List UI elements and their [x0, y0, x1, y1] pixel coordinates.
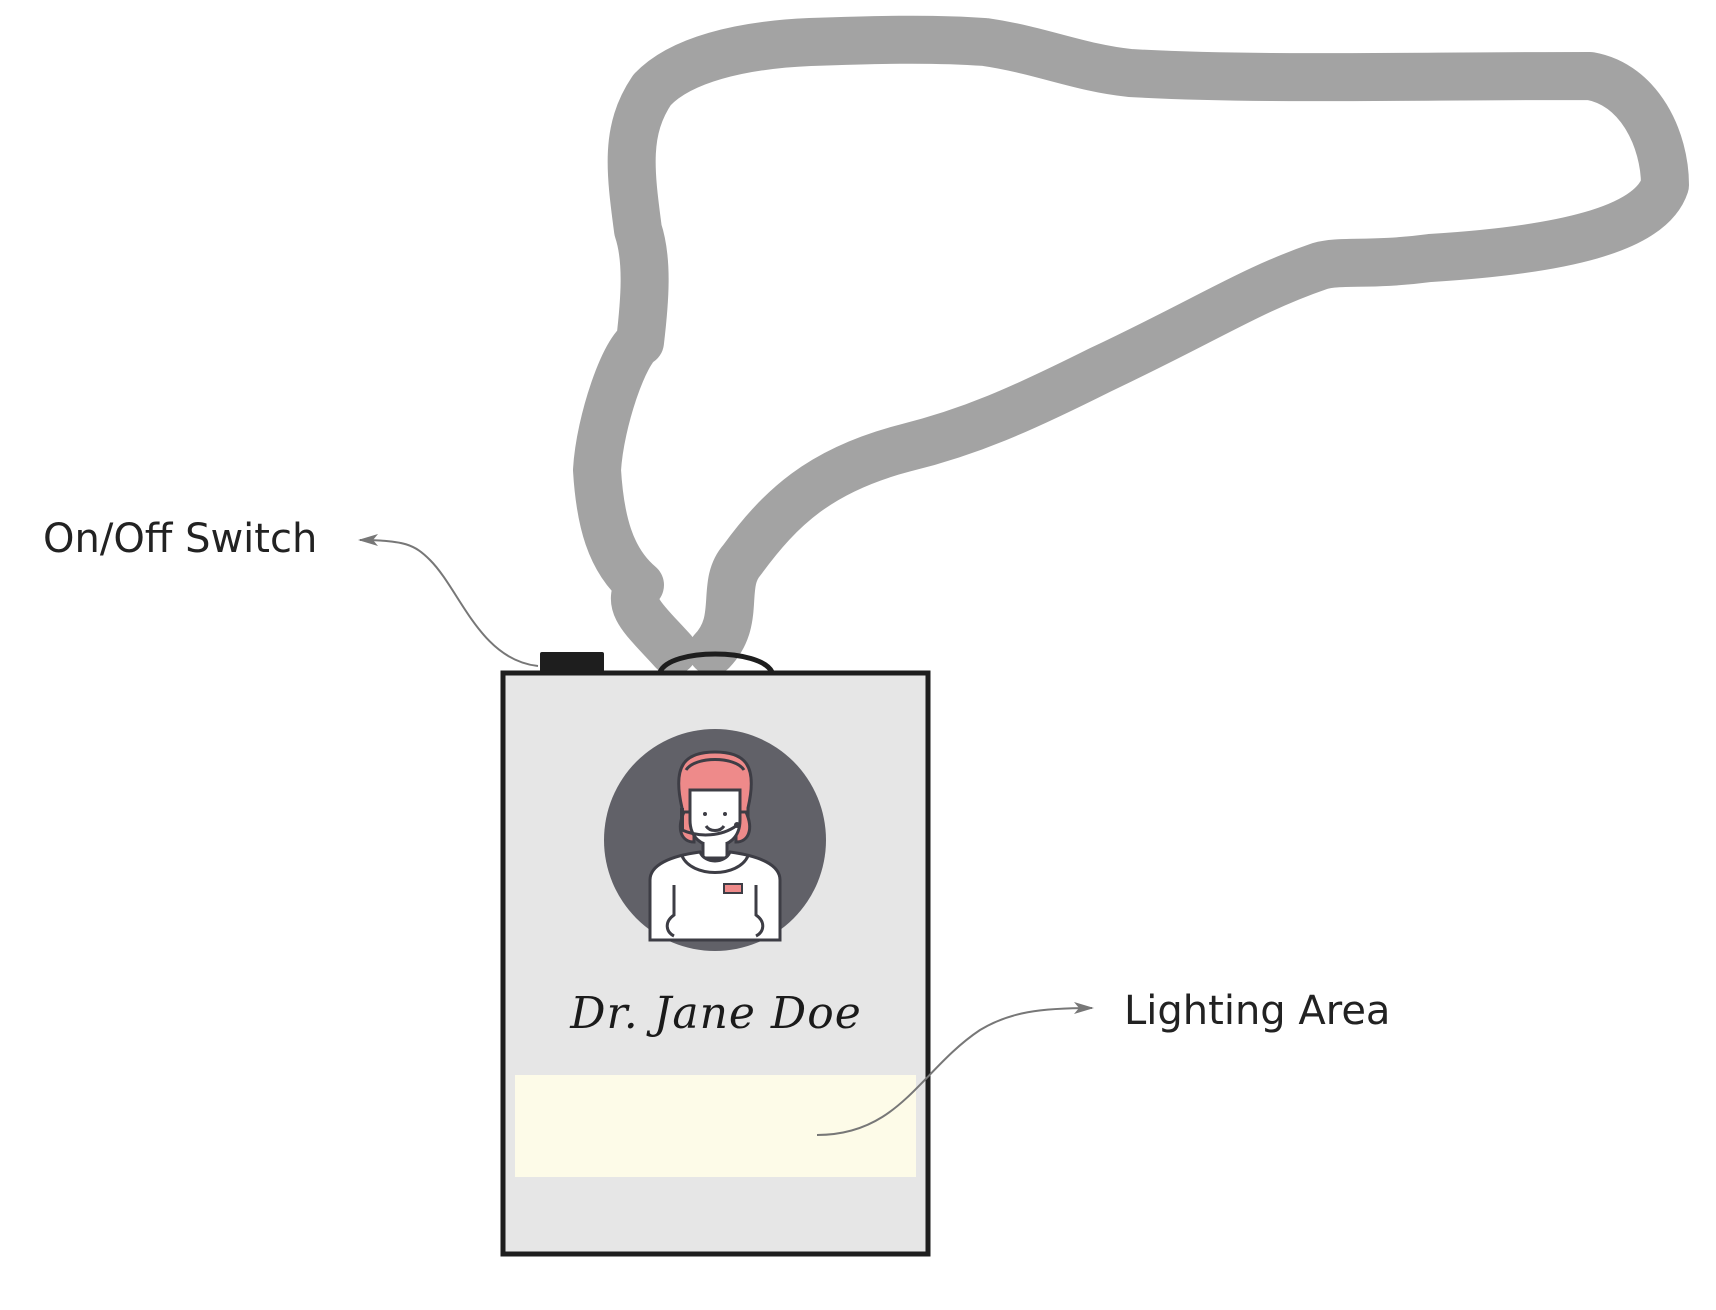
lighting-area	[515, 1075, 916, 1177]
badge-clip-ring	[657, 651, 775, 674]
avatar-icon	[604, 729, 826, 951]
switch-label: On/Off Switch	[43, 516, 317, 562]
lighting-label: Lighting Area	[1124, 988, 1390, 1034]
switch-arrow	[358, 534, 539, 667]
badge-name: Dr. Jane Doe	[569, 988, 862, 1039]
on-off-switch[interactable]	[540, 652, 604, 674]
lighting-arrow	[816, 1002, 1094, 1136]
lanyard	[573, 15, 1689, 675]
